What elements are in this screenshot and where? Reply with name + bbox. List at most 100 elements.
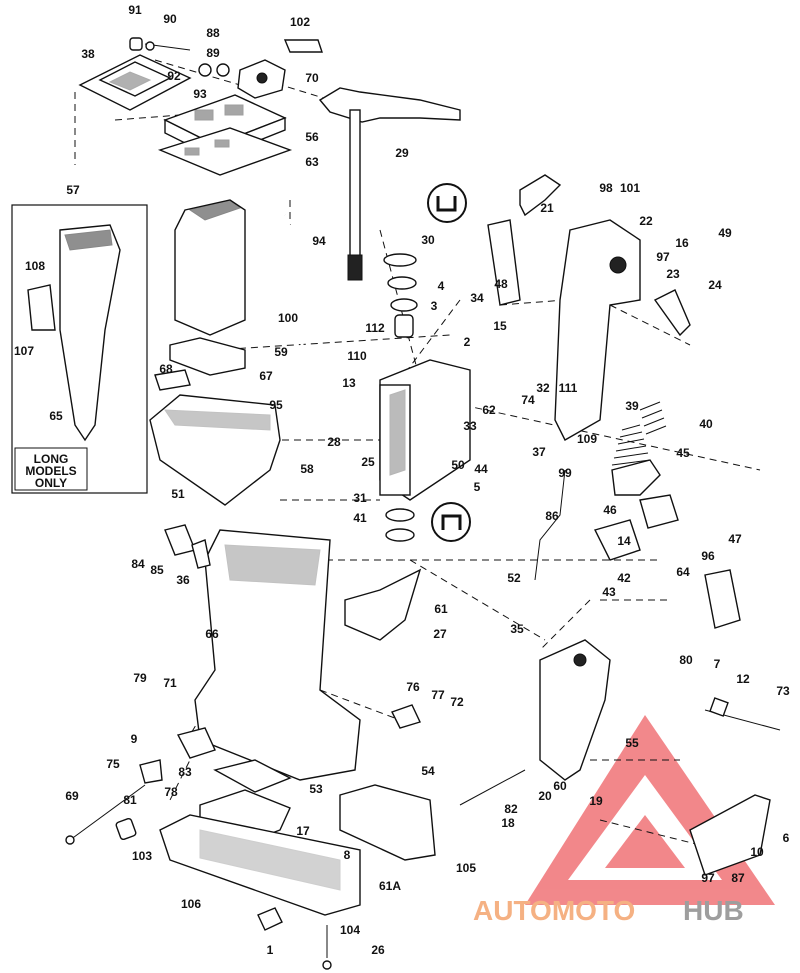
bracket-84-85 [164, 524, 211, 569]
lock-43-46 [593, 494, 679, 561]
callout-6: 6 [783, 831, 790, 845]
clamp-72-83 [139, 727, 216, 784]
callout-87: 87 [731, 871, 745, 885]
note-line-3: ONLY [35, 476, 67, 490]
lock-45 [611, 459, 661, 496]
bracket-47 [704, 569, 741, 629]
callout-48: 48 [494, 277, 508, 291]
callout-92: 92 [167, 69, 181, 83]
callout-110: 110 [347, 349, 367, 363]
seal-69 [213, 759, 292, 793]
callout-28: 28 [327, 435, 341, 449]
callout-95: 95 [269, 398, 283, 412]
callout-86: 86 [545, 509, 559, 523]
callout-97: 97 [656, 250, 670, 264]
callout-31: 31 [353, 491, 367, 505]
callout-14: 14 [617, 534, 631, 548]
callout-93: 93 [193, 87, 207, 101]
callout-7: 7 [714, 657, 721, 671]
spacer-97 [115, 817, 137, 841]
callout-105: 105 [456, 861, 476, 875]
washer-92 [198, 63, 230, 77]
callout-27: 27 [433, 627, 447, 641]
callout-16: 16 [675, 236, 689, 250]
callout-58: 58 [300, 462, 314, 476]
callout-3: 3 [431, 299, 438, 313]
callout-17: 17 [296, 824, 310, 838]
watermark-part-2: HUB [683, 895, 744, 926]
cover-64 [344, 568, 422, 641]
callout-50: 50 [451, 458, 465, 472]
callout-39: 39 [625, 399, 639, 413]
bushing-stack [383, 253, 418, 542]
callout-56: 56 [305, 130, 319, 144]
callout-80: 80 [679, 653, 693, 667]
callout-55: 55 [625, 736, 639, 750]
callout-5: 5 [474, 480, 481, 494]
callout-25: 25 [361, 455, 375, 469]
callout-63: 63 [305, 155, 319, 169]
callout-99: 99 [558, 466, 572, 480]
note-line-2: MODELS [25, 464, 76, 478]
callout-65: 65 [49, 409, 63, 423]
exhaust-tube-59 [174, 199, 246, 336]
callout-8: 8 [344, 848, 351, 862]
callout-103: 103 [132, 849, 152, 863]
exhaust-cover-38 [78, 54, 192, 111]
bracket-70 [237, 59, 286, 99]
clamp-bracket-27 [539, 639, 611, 781]
callout-112: 112 [365, 321, 385, 335]
long-models-inset [11, 204, 148, 494]
callout-20: 20 [538, 789, 552, 803]
callout-72: 72 [450, 695, 464, 709]
swivel-bracket-1 [379, 359, 471, 501]
spring-40 [611, 401, 667, 466]
callout-108: 108 [25, 259, 45, 273]
water-tube-94 [283, 214, 304, 395]
callout-29: 29 [395, 146, 409, 160]
callout-78: 78 [164, 785, 178, 799]
callout-1: 1 [267, 943, 274, 957]
callout-18: 18 [501, 816, 515, 830]
callout-71: 71 [163, 676, 177, 690]
callout-13: 13 [342, 376, 356, 390]
callout-46: 46 [603, 503, 617, 517]
callout-106: 106 [181, 897, 201, 911]
callout-2: 2 [464, 335, 471, 349]
note-line-1: LONG [34, 452, 69, 466]
callout-53: 53 [309, 782, 323, 796]
stern-bracket-23 [554, 219, 641, 441]
callout-89: 89 [206, 46, 220, 60]
watermark-text: AUTOMOTO HUB [473, 895, 744, 926]
mount-71 [391, 704, 421, 729]
callout-38: 38 [81, 47, 95, 61]
callout-74: 74 [521, 393, 535, 407]
callout-61: 61 [434, 602, 448, 616]
callout-32: 32 [536, 381, 550, 395]
callout-22: 22 [639, 214, 653, 228]
tilt-lever-21 [519, 174, 562, 217]
callout-51: 51 [171, 487, 185, 501]
callout-35: 35 [510, 622, 524, 636]
callout-24: 24 [708, 278, 722, 292]
callout-68: 68 [159, 362, 173, 376]
bolt-12 [704, 697, 781, 731]
callout-76: 76 [406, 680, 420, 694]
callout-4: 4 [438, 279, 445, 293]
callout-60: 60 [553, 779, 567, 793]
tilt-lever-24 [653, 289, 691, 337]
callout-30: 30 [421, 233, 435, 247]
callout-33: 33 [463, 419, 477, 433]
callout-98: 98 [599, 181, 613, 195]
callout-97: 97 [701, 871, 715, 885]
rod-17 [459, 769, 526, 806]
callout-101: 101 [620, 181, 640, 195]
callout-90: 90 [163, 12, 177, 26]
callout-75: 75 [106, 757, 120, 771]
midsection-housing-61 [194, 529, 361, 781]
callout-109: 109 [577, 432, 597, 446]
callout-88: 88 [206, 26, 220, 40]
callout-42: 42 [617, 571, 631, 585]
callout-77: 77 [431, 688, 445, 702]
